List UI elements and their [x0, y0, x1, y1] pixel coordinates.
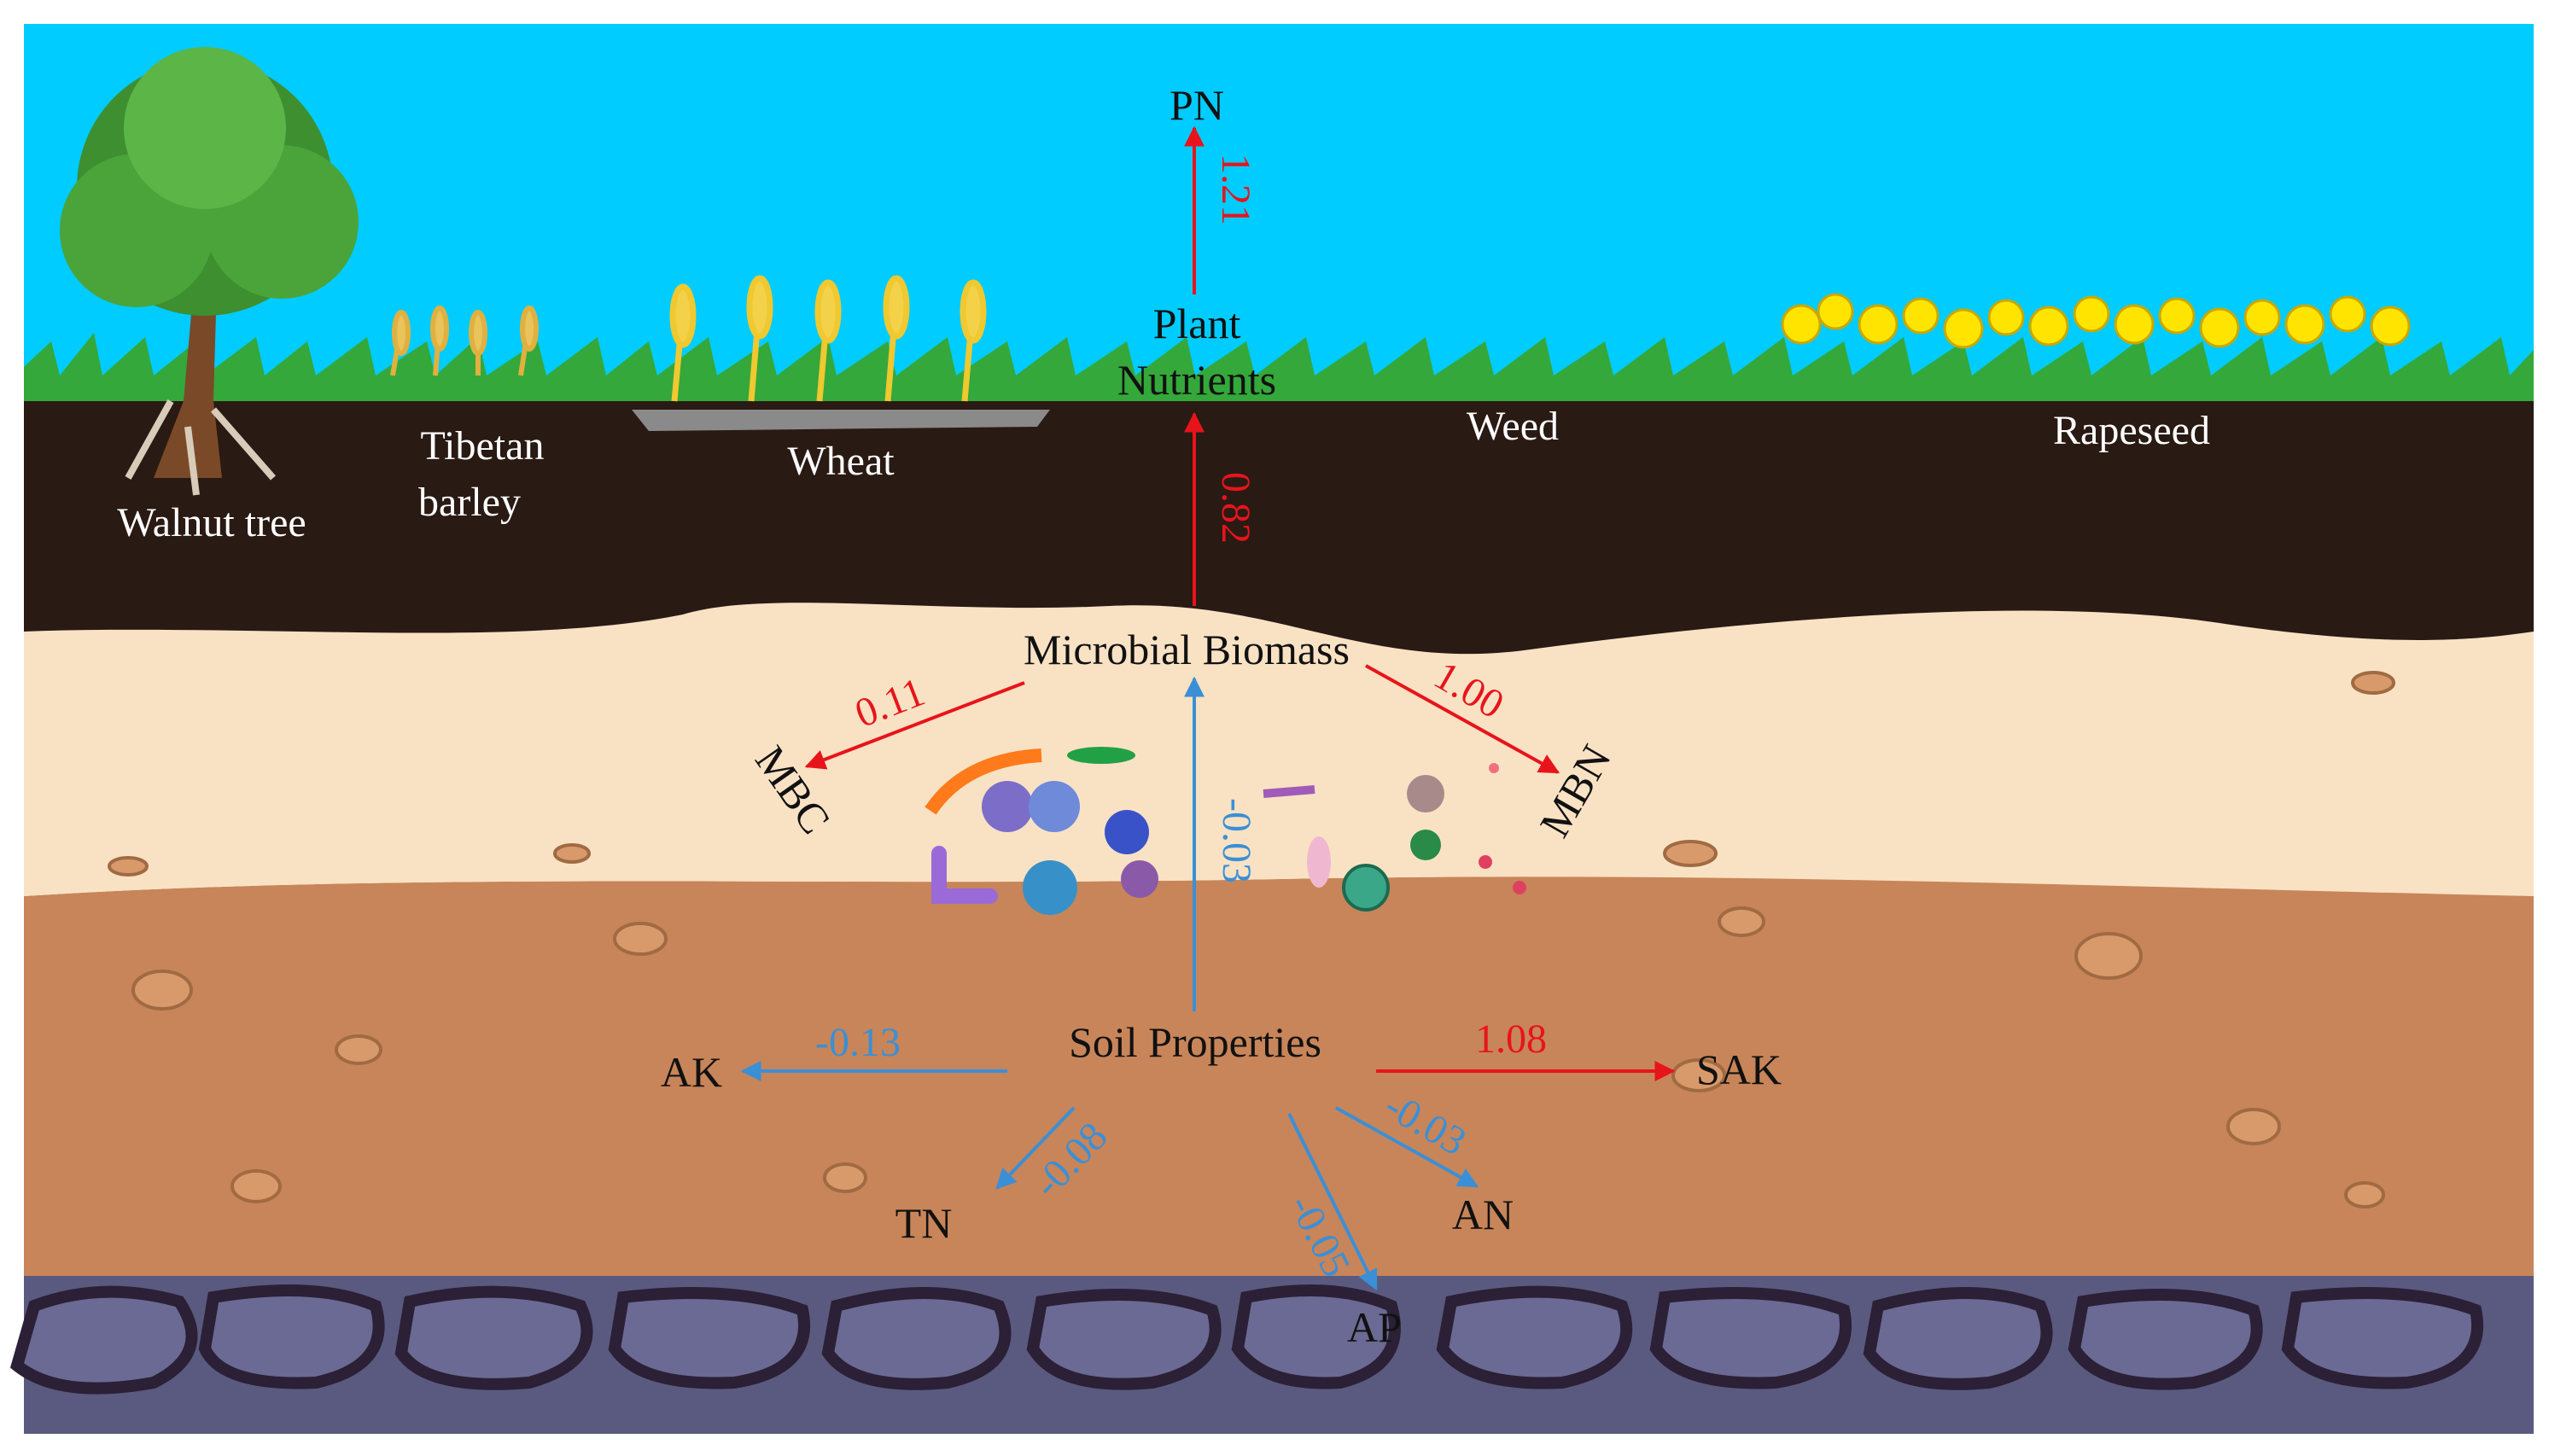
topsoil-layer: [24, 401, 2534, 655]
path-arrows: [740, 125, 1676, 1291]
coef-soil-to-ak: -0.13: [815, 1020, 901, 1065]
rapeseed-icon: [1781, 293, 2411, 349]
label-tibetan-1: Tibetan: [421, 423, 545, 469]
crop-labels: Walnut tree Tibetan barley Wheat Weed Ra…: [117, 404, 2210, 545]
background-layers: [9, 24, 2534, 1434]
label-tibetan-2: barley: [418, 480, 521, 525]
wheat-icon: [632, 275, 1050, 431]
bedrock-stones: [9, 1284, 2484, 1395]
barley-icon: [390, 306, 539, 376]
arrow-biomass-to-mbc: [804, 681, 1025, 770]
arrow-biomass-to-mbn: [1365, 664, 1560, 774]
sand-layer: [24, 603, 2534, 896]
coef-soil-to-biomass: -0.03: [1214, 798, 1259, 883]
label-plant-nutrients-2: Nutrients: [1117, 356, 1276, 404]
label-pn: PN: [1170, 81, 1224, 129]
label-plant-nutrients-1: Plant: [1153, 300, 1241, 347]
microbes-icon: [925, 747, 1526, 915]
arrow-soil-to-an: [1335, 1106, 1479, 1188]
node-labels: PN Plant Nutrients Microbial Biomass MBC…: [661, 81, 1782, 1351]
label-tn: TN: [895, 1199, 953, 1247]
label-microbial-biomass: Microbial Biomass: [1024, 626, 1350, 673]
label-weed: Weed: [1467, 404, 1559, 449]
coef-plant-to-pn: 1.21: [1213, 154, 1258, 225]
label-sak: SAK: [1696, 1045, 1782, 1093]
arrow-soil-to-ap: [1287, 1113, 1378, 1291]
label-soil-properties: Soil Properties: [1069, 1018, 1321, 1066]
grass-strip: [24, 333, 2534, 401]
arrow-soil-to-tn: [995, 1106, 1076, 1190]
label-wheat: Wheat: [787, 439, 895, 484]
label-ak: AK: [661, 1048, 722, 1096]
walnut-tree-icon: [60, 47, 359, 496]
label-rapeseed: Rapeseed: [2053, 408, 2210, 453]
coef-soil-to-sak: 1.08: [1475, 1016, 1547, 1062]
sand-pebbles: [108, 671, 2395, 877]
label-walnut-tree: Walnut tree: [117, 500, 306, 545]
label-an: AN: [1452, 1191, 1514, 1238]
coef-biomass-to-plant: 0.82: [1213, 472, 1258, 544]
subsoil-pebbles: [131, 906, 2385, 1208]
label-ap: AP: [1347, 1303, 1402, 1351]
subsoil-layer: [24, 877, 2534, 1276]
